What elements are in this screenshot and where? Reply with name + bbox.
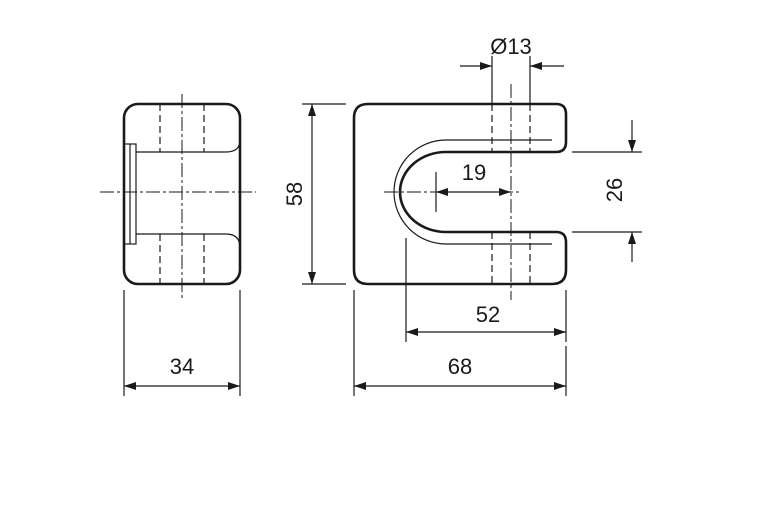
dim-19-label: 19 <box>462 160 486 185</box>
dim-68-label: 68 <box>448 354 472 379</box>
front-view: Ø13 58 26 19 52 68 <box>282 34 642 396</box>
dim-52-label: 52 <box>476 302 500 327</box>
front-view-outline <box>352 102 568 286</box>
dim-34-label: 34 <box>170 354 194 379</box>
dim-58-label: 58 <box>282 182 307 206</box>
side-view-upper-block <box>136 139 241 153</box>
side-view-lower-block <box>136 233 241 249</box>
dim-26-label: 26 <box>602 178 627 202</box>
side-view: 34 <box>100 94 256 396</box>
dim-diameter-label: Ø13 <box>490 34 532 59</box>
